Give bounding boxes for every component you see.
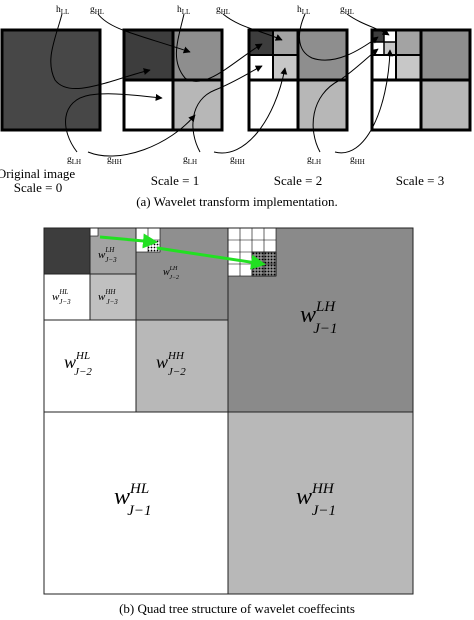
- ll-block: [44, 228, 90, 274]
- label-g-hl: gHL: [216, 5, 230, 16]
- green-arrow-1: [99, 233, 158, 249]
- label-g-hh: gHH: [230, 155, 245, 166]
- label-h-ll: hLL: [297, 5, 310, 16]
- child-grid: [227, 227, 277, 277]
- scale-1-decomposition: [122, 28, 224, 132]
- w-hl2-block: [44, 320, 136, 412]
- label-h-ll: hLL: [177, 5, 190, 16]
- w-hl3-block: [44, 274, 90, 320]
- scale-2-decomposition: [247, 28, 349, 132]
- filter-arrows: [50, 13, 394, 157]
- scale-2-label: Scale = 2: [274, 173, 322, 188]
- label-g-lh: gLH: [183, 155, 197, 166]
- label-g-hl: gHL: [340, 5, 354, 16]
- original-image-block: [0, 28, 102, 132]
- label-g-hl: gHL: [90, 5, 104, 16]
- caption-a: (a) Wavelet transform implementation.: [136, 194, 338, 209]
- scale-3-decomposition: [370, 28, 472, 132]
- green-arrow-2: [156, 246, 266, 270]
- label-g-lh: gLH: [67, 155, 81, 166]
- w-hh3-block: [90, 274, 136, 320]
- label-h-ll: hLL: [56, 5, 69, 16]
- original-image-label: Original image: [0, 166, 75, 181]
- w-hh1-block: [228, 412, 413, 594]
- lh-band-1: [124, 80, 173, 130]
- w-hl1-block: [44, 412, 228, 594]
- wavelet-transform-panel: hLL gHL hLL gHL hLL gHL gLH gHH gLH gHH …: [0, 5, 472, 209]
- hl-band-1: [173, 30, 222, 80]
- w-hh2-block: [136, 320, 228, 412]
- scale-1-label: Scale = 1: [151, 173, 199, 188]
- label-g-hh: gHH: [350, 155, 365, 166]
- label-g-hh: gHH: [107, 155, 122, 166]
- caption-b: (b) Quad tree structure of wavelet coeff…: [119, 601, 355, 616]
- label-g-lh: gLH: [307, 155, 321, 166]
- scale-0-label: Scale = 0: [14, 180, 62, 195]
- ll-band-1: [124, 30, 173, 80]
- filter-labels: hLL gHL hLL gHL hLL gHL gLH gHH gLH gHH …: [56, 5, 365, 166]
- scale-3-label: Scale = 3: [396, 173, 444, 188]
